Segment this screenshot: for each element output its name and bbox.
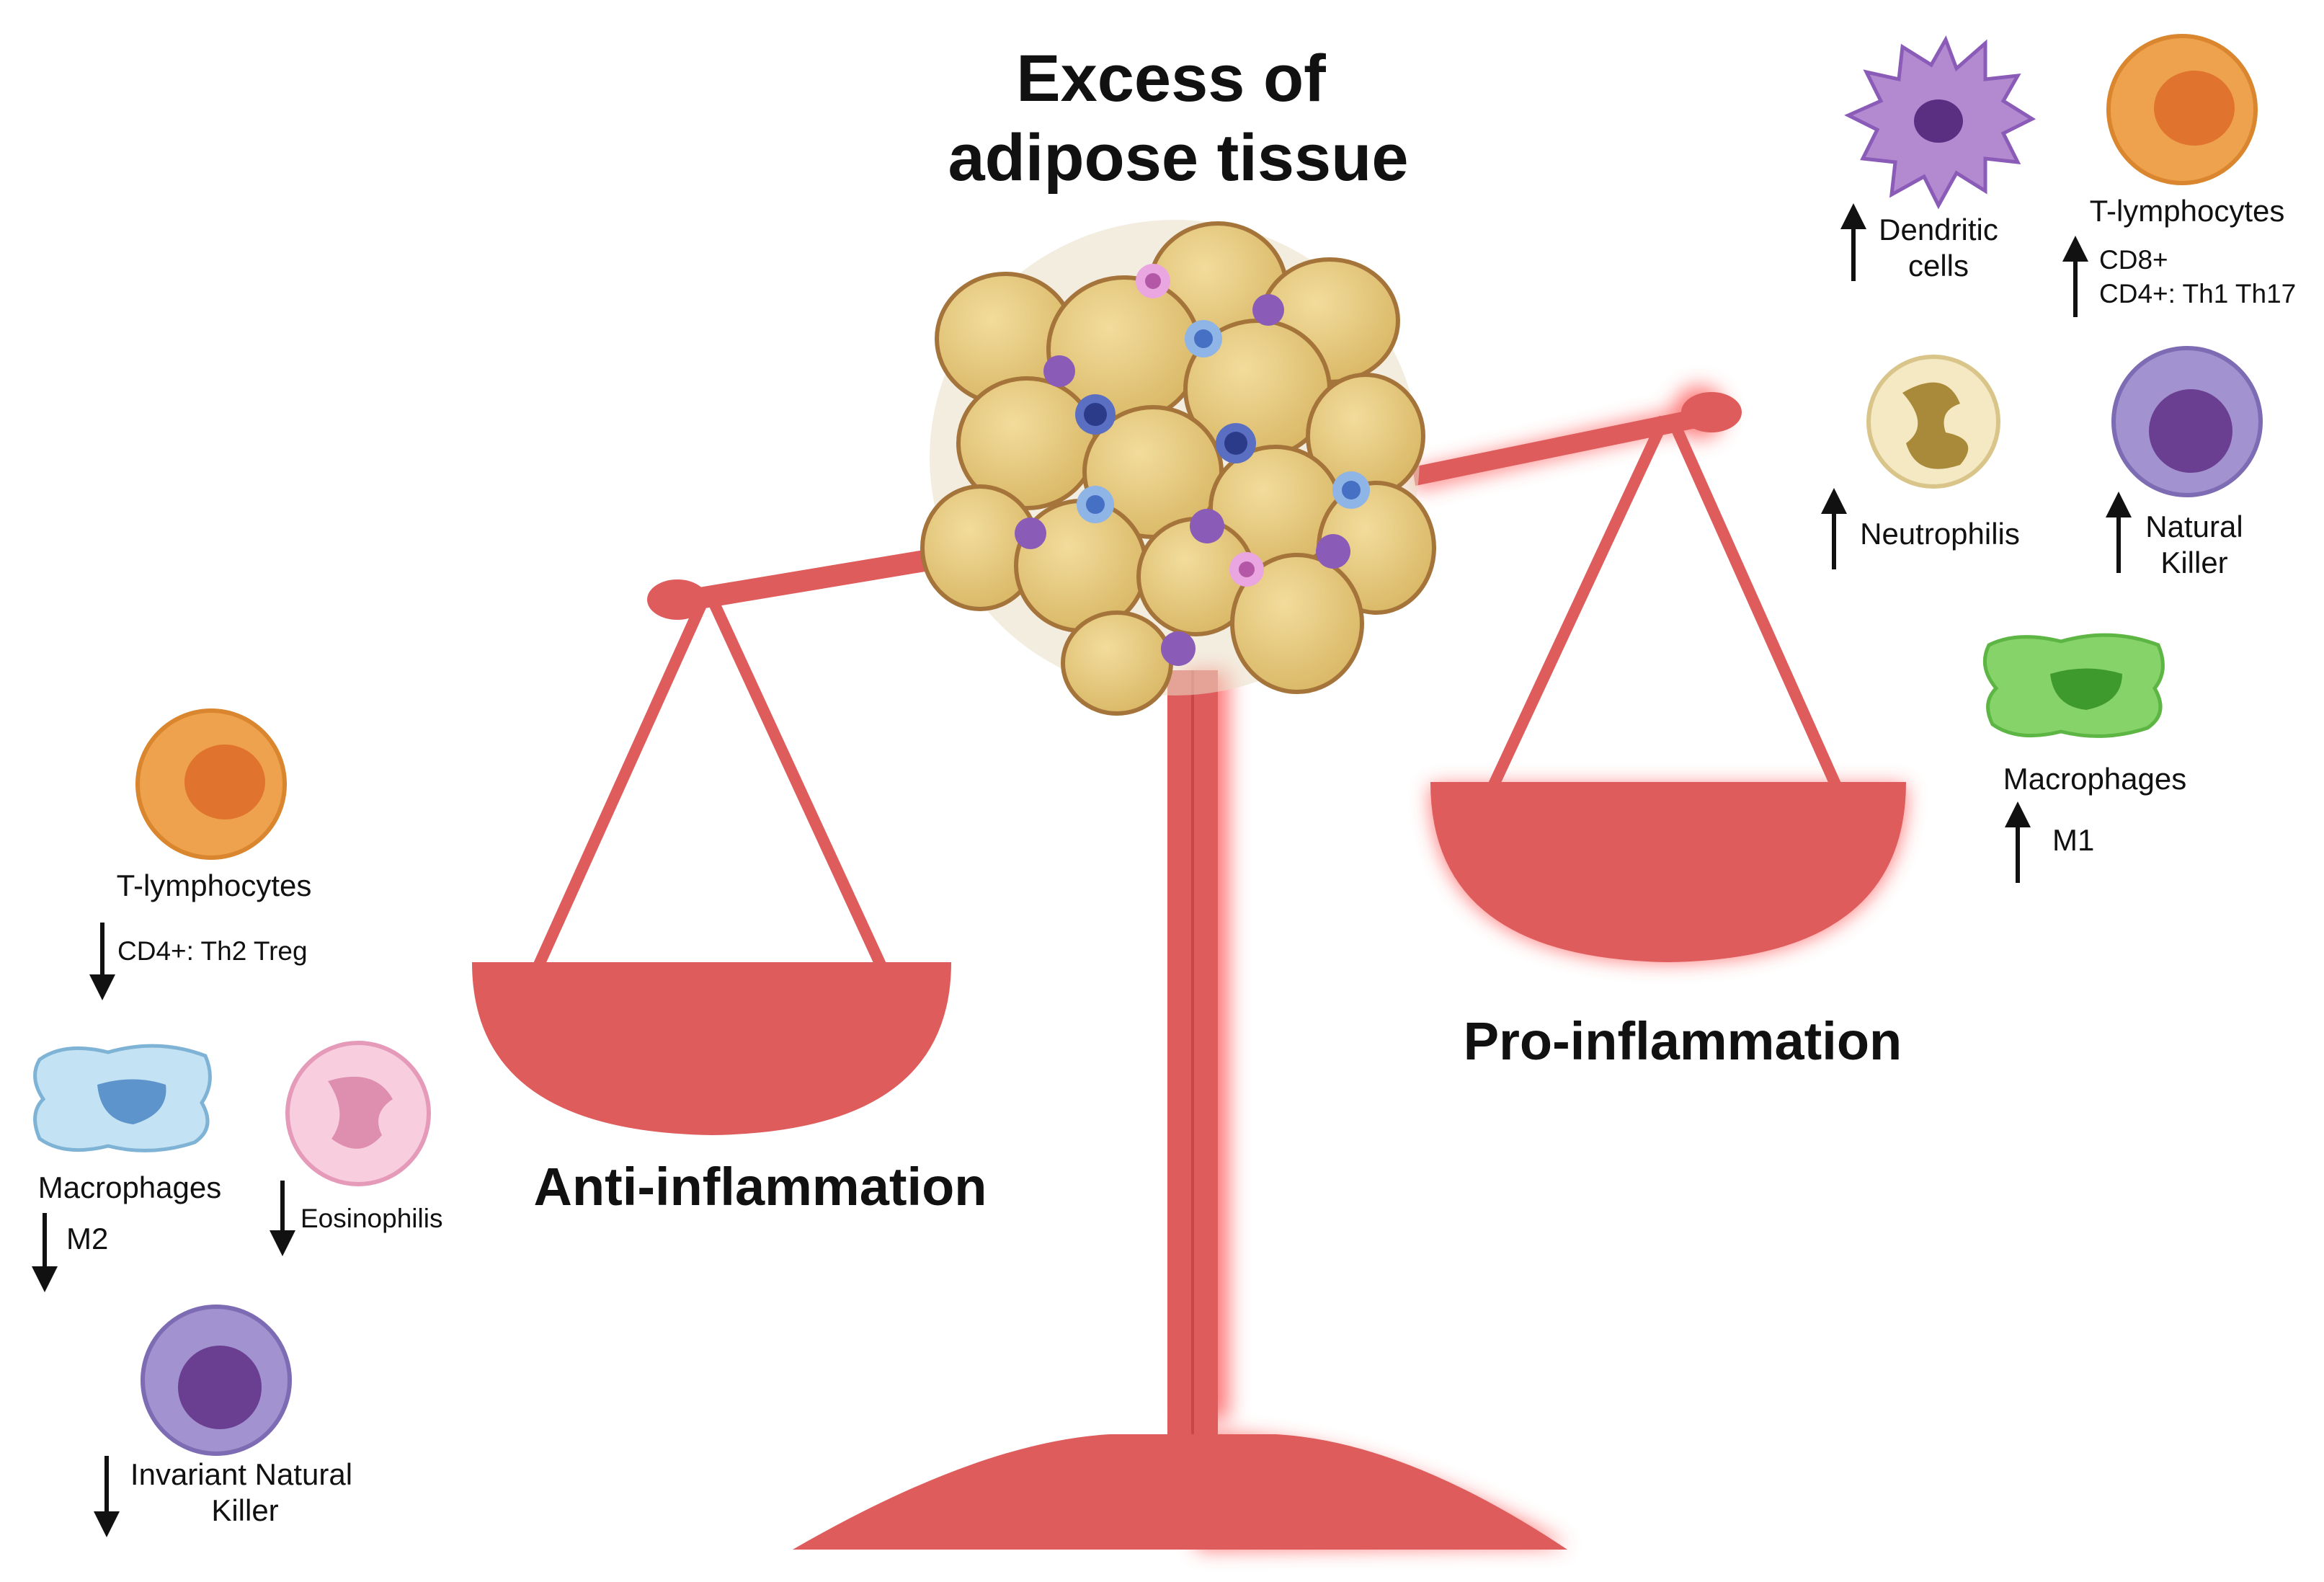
- right-neutrophils-label: Neutrophilis: [1860, 517, 2020, 551]
- left-t-lymphocyte: T-lymphocytes CD4+: Th2 Treg: [89, 708, 312, 1000]
- left-inkt-label-1: Invariant Natural: [130, 1457, 352, 1491]
- right-t-lymphocytes-detail-2: CD4+: Th1 Th17: [2099, 279, 2296, 308]
- left-pan: [472, 962, 951, 1135]
- adipose-tissue-cluster: [920, 220, 1436, 716]
- lymphocyte-icons: [1075, 320, 1370, 523]
- right-dendritic-label-2: cells: [1908, 249, 1969, 283]
- right-nk: Natural Killer: [2106, 346, 2263, 579]
- left-macrophage: Macrophages M2: [32, 1044, 221, 1292]
- left-eosinophils-label: Eosinophilis: [300, 1204, 442, 1233]
- left-macrophages-detail: M2: [66, 1222, 108, 1256]
- right-dendritic-label-1: Dendritic: [1879, 213, 1998, 246]
- beam-left-knob: [647, 579, 708, 620]
- right-nk-label-2: Killer: [2160, 546, 2227, 579]
- pro-inflammation-label: Pro-inflammation: [1464, 1011, 1902, 1071]
- right-neutrophil: Neutrophilis: [1821, 355, 2020, 569]
- right-macrophage: Macrophages M1: [1982, 633, 2186, 883]
- right-macrophages-detail: M1: [2052, 823, 2094, 857]
- left-eosinophil: Eosinophilis: [270, 1041, 442, 1256]
- anti-inflammation-label: Anti-inflammation: [534, 1157, 987, 1217]
- right-t-lymphocyte: T-lymphocytes CD8+ CD4+: Th1 Th17: [2062, 34, 2296, 317]
- right-macrophages-label: Macrophages: [2003, 762, 2186, 796]
- left-inkt: Invariant Natural Killer: [94, 1305, 352, 1537]
- right-nk-label-1: Natural: [2145, 510, 2243, 543]
- left-inkt-label-2: Killer: [211, 1493, 278, 1527]
- left-macrophages-label: Macrophages: [38, 1170, 221, 1204]
- left-t-lymphocytes-label: T-lymphocytes: [117, 868, 312, 902]
- beam-right-knob: [1681, 392, 1742, 432]
- title-line-1: Excess of: [1016, 42, 1326, 115]
- balance-scale: [472, 386, 1906, 1550]
- dendritic-small-icons: [1015, 294, 1350, 666]
- right-t-lymphocytes-detail-1: CD8+: [2099, 245, 2168, 275]
- scale-base: [793, 1434, 1567, 1550]
- right-t-lymphocytes-label: T-lymphocytes: [2090, 194, 2285, 228]
- scale-beam: [677, 548, 938, 613]
- right-pan: [1430, 782, 1906, 962]
- right-dendritic: Dendritic cells: [1840, 35, 2036, 283]
- granulocyte-small-icons: [1136, 264, 1264, 587]
- left-t-lymphocytes-detail: CD4+: Th2 Treg: [117, 936, 308, 966]
- title-line-2: adipose tissue: [948, 121, 1408, 195]
